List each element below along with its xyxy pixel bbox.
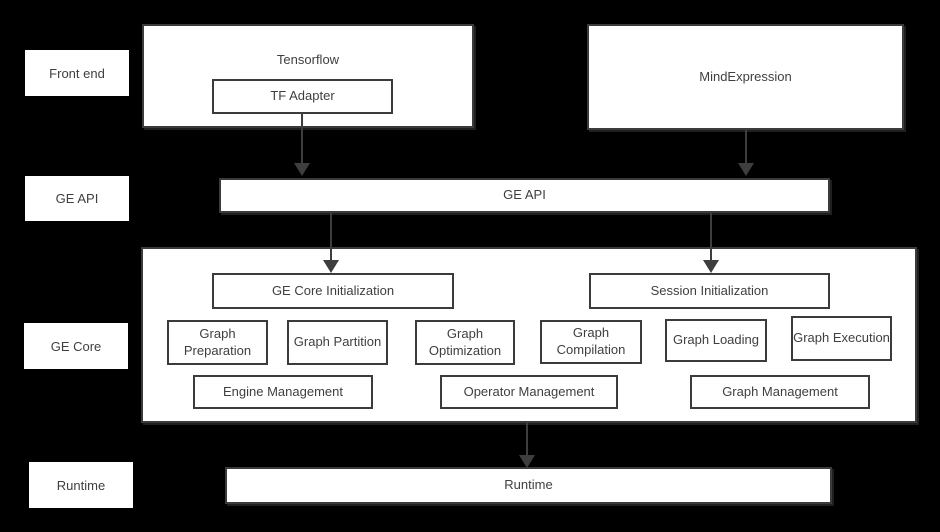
mindexpression-box: MindExpression — [587, 24, 904, 130]
tensorflow-title: Tensorflow — [276, 52, 340, 67]
ge-api-bar: GE API — [219, 178, 830, 213]
arrow-ge-core-to-runtime-head — [519, 455, 535, 468]
management-box-operator: Operator Management — [440, 375, 618, 409]
ge-core-initialization-box: GE Core Initialization — [212, 273, 454, 309]
runtime-bar: Runtime — [225, 467, 832, 504]
arrow-tf-adapter-to-ge-api-head — [294, 163, 310, 176]
tensorflow-box: Tensorflow TF Adapter — [142, 24, 474, 128]
stage-box-graph-optimization: Graph Optimization — [415, 320, 515, 365]
row-label-front-end: Front end — [25, 50, 129, 96]
arrow-tf-adapter-to-ge-api-shaft — [301, 113, 303, 163]
management-box-graph: Graph Management — [690, 375, 870, 409]
tf-adapter-box: TF Adapter — [212, 79, 393, 114]
arrow-mindexpression-to-ge-api-shaft — [745, 129, 747, 163]
stage-box-graph-partition: Graph Partition — [287, 320, 388, 365]
stage-box-graph-compilation: Graph Compilation — [540, 320, 642, 364]
arrow-ge-api-to-session-init-shaft — [710, 212, 712, 260]
row-label-ge-api: GE API — [25, 176, 129, 221]
arrow-ge-core-to-runtime-shaft — [526, 422, 528, 455]
stage-box-graph-loading: Graph Loading — [665, 319, 767, 362]
arrow-ge-api-to-session-init-head — [703, 260, 719, 273]
session-initialization-box: Session Initialization — [589, 273, 830, 309]
stage-box-graph-preparation: Graph Preparation — [167, 320, 268, 365]
row-label-ge-core: GE Core — [24, 323, 128, 369]
arrow-mindexpression-to-ge-api-head — [738, 163, 754, 176]
row-label-runtime: Runtime — [29, 462, 133, 508]
arrow-ge-api-to-core-init-head — [323, 260, 339, 273]
management-box-engine: Engine Management — [193, 375, 373, 409]
arrow-ge-api-to-core-init-shaft — [330, 212, 332, 260]
stage-box-graph-execution: Graph Execution — [791, 316, 892, 361]
